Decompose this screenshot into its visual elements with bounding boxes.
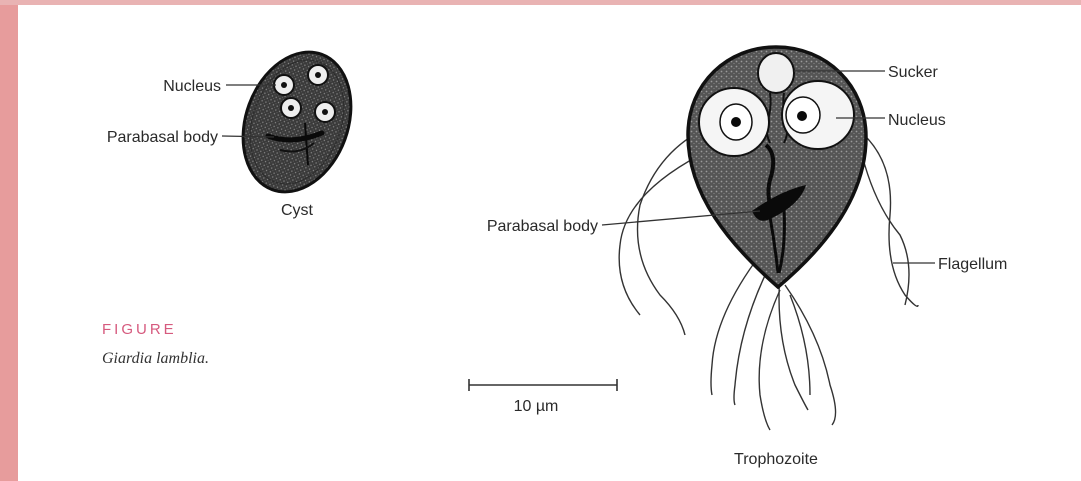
trophozoite-sucker [758,53,794,93]
giardia-figure: Nucleus Parabasal body Cyst [0,5,1081,481]
cyst-parabasal-label: Parabasal body [107,129,218,146]
cyst-drawing [224,37,369,207]
trophozoite-drawing [619,47,918,430]
troph-parabasal-label: Parabasal body [487,218,598,235]
troph-nucleus-label: Nucleus [888,112,946,129]
trophozoite-title: Trophozoite [734,451,818,468]
flagellum-label: Flagellum [938,256,1007,273]
cyst-body [224,37,369,207]
figure-tag: FIGURE [102,321,177,338]
figure-caption: Giardia lamblia. [102,350,209,368]
cyst-nucleus-label: Nucleus [163,78,221,95]
scale-bar [469,379,617,391]
scale-bar-label: 10 µm [514,398,559,415]
sucker-label: Sucker [888,64,938,81]
cyst-title: Cyst [281,202,314,219]
